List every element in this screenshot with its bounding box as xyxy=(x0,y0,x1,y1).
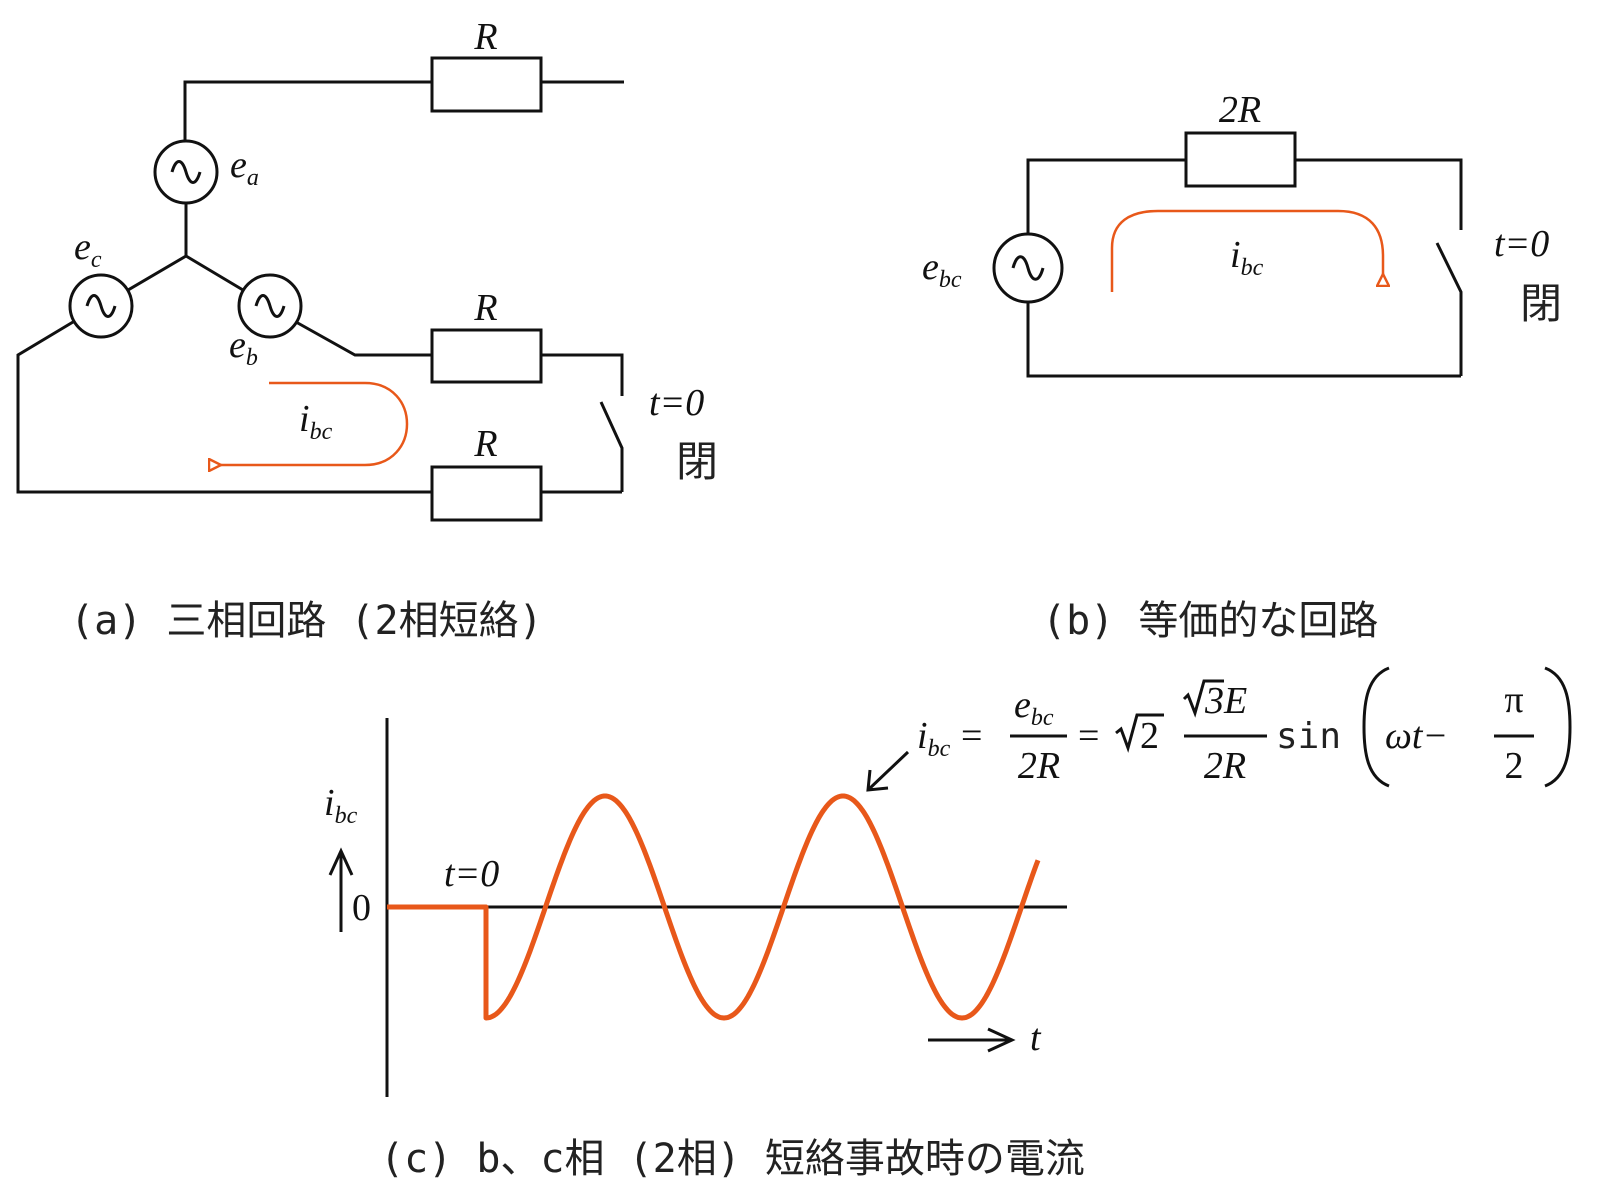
source-ebc xyxy=(992,232,1064,304)
sine-icon xyxy=(85,294,117,318)
label-eb: eb xyxy=(229,324,258,371)
label-ibc-b: ibc xyxy=(1230,234,1264,281)
wire-a-b xyxy=(295,320,624,396)
label-R-c: R xyxy=(473,423,497,465)
caption-c: (c) b、c相 (2相) 短絡事故時の電流 xyxy=(380,1136,1085,1182)
resistor-a-b xyxy=(430,328,543,384)
sine-icon xyxy=(254,294,286,318)
up-arrow-icon xyxy=(328,847,354,932)
label-ibc-a: ibc xyxy=(299,398,333,445)
formula-omega-t: ωt− xyxy=(1385,715,1448,757)
caption-b: (b) 等価的な回路 xyxy=(1042,598,1378,644)
formula-num2: 3E xyxy=(1204,680,1247,722)
wire-b-bottom xyxy=(1026,302,1461,378)
wire-a-neutral xyxy=(122,203,249,295)
label-t0-c: t=0 xyxy=(444,853,499,895)
label-ea: ea xyxy=(230,144,259,191)
switch-b xyxy=(1435,242,1463,376)
formula-eq1: = xyxy=(961,715,982,757)
formula-two: 2 xyxy=(1505,745,1524,787)
circuit-a: R R R ea ec eb ibc t=0 閉 xyxy=(16,16,718,522)
label-t0-b: t=0 xyxy=(1494,223,1549,265)
sqrt-sign-1 xyxy=(1115,713,1164,753)
sine-icon xyxy=(1011,255,1045,281)
formula-eq2: = xyxy=(1078,715,1099,757)
formula-den2: 2R xyxy=(1204,745,1246,787)
wire-b-top xyxy=(1026,158,1463,237)
label-close-b: 閉 xyxy=(1520,279,1562,328)
resistor-a-c xyxy=(430,465,543,522)
caption-a: (a) 三相回路 (2相短絡) xyxy=(70,598,543,644)
switch-a xyxy=(599,401,624,492)
source-ea xyxy=(153,139,219,205)
label-2R: 2R xyxy=(1219,89,1261,131)
right-arrow-icon xyxy=(928,1027,1016,1053)
formula-den1: 2R xyxy=(1018,745,1060,787)
source-ec xyxy=(68,273,134,339)
label-ec: ec xyxy=(74,226,102,273)
label-zero: 0 xyxy=(352,887,371,929)
paren-right xyxy=(1544,666,1572,788)
current-waveform xyxy=(387,793,1041,1021)
label-R-top: R xyxy=(473,16,497,58)
formula-num1: ebc xyxy=(1014,684,1054,731)
wire-a-c xyxy=(16,320,622,494)
sqrt-sign-2 xyxy=(1182,679,1224,718)
formula-pi: π xyxy=(1504,679,1523,721)
source-eb xyxy=(237,273,303,339)
resistor-a-top xyxy=(430,56,543,113)
label-ebc-b: ebc xyxy=(922,246,962,293)
wire-a-top xyxy=(183,80,624,140)
circuit-b: 2R ebc ibc t=0 閉 xyxy=(922,89,1562,378)
resistor-b xyxy=(1184,131,1297,188)
label-t-axis: t xyxy=(1030,1017,1042,1059)
label-R-b: R xyxy=(473,287,497,329)
current-arrow-b xyxy=(1110,209,1383,292)
formula-ibc: ibc xyxy=(917,715,951,762)
sine-icon xyxy=(170,160,202,184)
label-close-a: 閉 xyxy=(676,437,718,486)
paren-left xyxy=(1362,666,1390,788)
current-arrow-a xyxy=(221,381,409,465)
label-t0-a: t=0 xyxy=(649,382,704,424)
pointer-arrow xyxy=(866,750,910,792)
waveform-c: ibc 0 t=0 t xyxy=(324,718,1067,1097)
formula-sin: sin xyxy=(1276,716,1341,757)
label-ibc-axis: ibc xyxy=(324,782,358,829)
formula-sqrt2: 2 xyxy=(1140,715,1159,757)
formula: ibc = ebc 2R = 2 3E 2R sin ωt− π 2 xyxy=(917,666,1572,788)
